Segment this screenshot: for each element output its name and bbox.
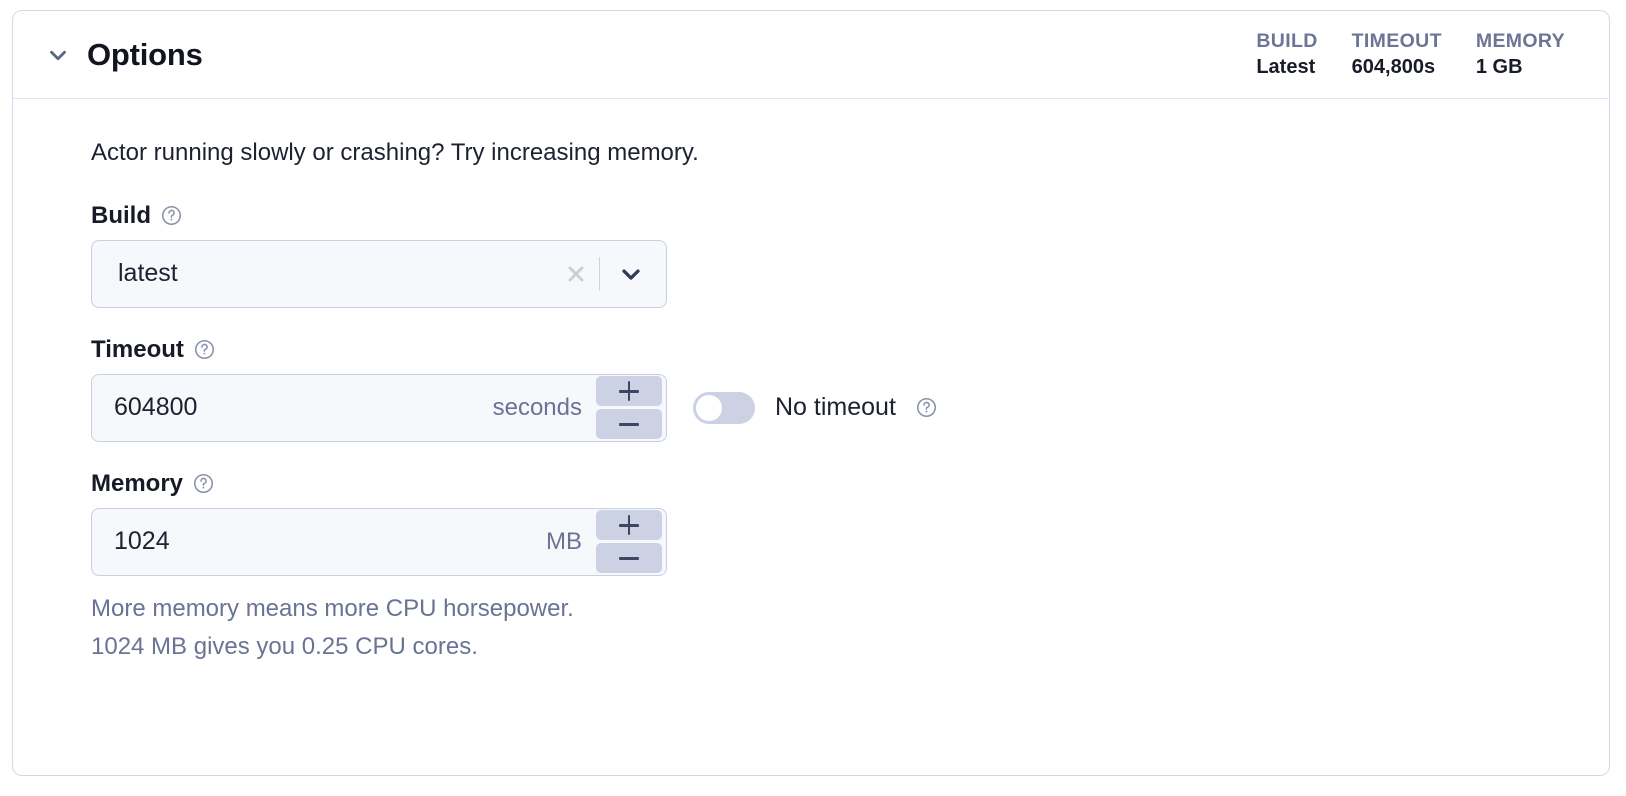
stat-memory-label: MEMORY [1475, 29, 1565, 52]
stat-build-label: BUILD [1256, 29, 1318, 52]
options-card: Options BUILD Latest TIMEOUT 604,800s ME… [12, 10, 1610, 776]
memory-helper-line-1: More memory means more CPU horsepower. [91, 594, 574, 622]
build-label: Build [91, 201, 151, 229]
stat-build: BUILD Latest [1256, 30, 1317, 80]
card-header: Options BUILD Latest TIMEOUT 604,800s ME… [13, 11, 1609, 99]
timeout-label-row: Timeout [91, 335, 1609, 363]
memory-helper-text: More memory means more CPU horsepower. 1… [91, 590, 1609, 666]
minus-icon [618, 413, 640, 435]
timeout-stepper [596, 376, 666, 440]
build-select-indicators [559, 241, 667, 307]
close-icon[interactable] [559, 257, 593, 291]
timeout-control-row: seconds [91, 373, 1609, 442]
memory-label-row: Memory [91, 469, 1609, 497]
memory-helper-line-2: 1024 MB gives you 0.25 CPU cores. [91, 632, 478, 660]
help-circle-icon[interactable] [194, 339, 215, 360]
stat-timeout: TIMEOUT 604,800s [1352, 30, 1442, 80]
memory-decrement-button[interactable] [596, 543, 662, 574]
timeout-field: Timeout seconds [91, 335, 1609, 442]
memory-unit: MB [546, 527, 582, 555]
timeout-increment-button[interactable] [596, 376, 662, 407]
toggle-knob [696, 394, 722, 421]
lead-text: Actor running slowly or crashing? Try in… [91, 139, 699, 166]
select-divider [598, 256, 600, 291]
plus-icon [618, 514, 640, 536]
help-circle-icon[interactable] [193, 473, 214, 494]
no-timeout-control: No timeout [693, 391, 937, 424]
build-field: Build latest [91, 201, 1609, 308]
stat-memory: MEMORY 1 GB [1476, 30, 1565, 80]
memory-input-group: MB [91, 507, 667, 576]
page-title: Options [87, 37, 203, 72]
memory-input[interactable] [92, 526, 546, 558]
timeout-input[interactable] [92, 392, 493, 424]
memory-field: Memory MB [91, 469, 1609, 666]
memory-label: Memory [91, 469, 184, 497]
header-stats: BUILD Latest TIMEOUT 604,800s MEMORY 1 G… [1256, 30, 1587, 80]
no-timeout-label: No timeout [775, 393, 896, 422]
memory-increment-button[interactable] [596, 510, 662, 541]
stat-timeout-label: TIMEOUT [1351, 29, 1442, 52]
stat-timeout-value: 604,800s [1351, 55, 1436, 78]
stat-build-value: Latest [1256, 55, 1316, 78]
card-body: Actor running slowly or crashing? Try in… [13, 99, 1609, 666]
no-timeout-toggle[interactable] [693, 391, 755, 424]
plus-icon [618, 380, 640, 402]
timeout-input-group: seconds [91, 373, 667, 442]
chevron-down-icon[interactable] [616, 259, 646, 289]
card-header-left: Options [35, 39, 203, 70]
chevron-down-icon[interactable] [45, 42, 71, 68]
build-select[interactable]: latest [91, 239, 667, 308]
build-label-row: Build [91, 201, 1609, 229]
minus-icon [618, 547, 640, 569]
stat-memory-value: 1 GB [1475, 55, 1523, 78]
timeout-decrement-button[interactable] [596, 409, 662, 440]
build-select-value: latest [118, 259, 178, 288]
timeout-unit: seconds [492, 393, 582, 421]
help-circle-icon[interactable] [161, 205, 182, 226]
help-circle-icon[interactable] [916, 397, 937, 418]
timeout-label: Timeout [91, 335, 184, 363]
memory-stepper [596, 510, 666, 574]
